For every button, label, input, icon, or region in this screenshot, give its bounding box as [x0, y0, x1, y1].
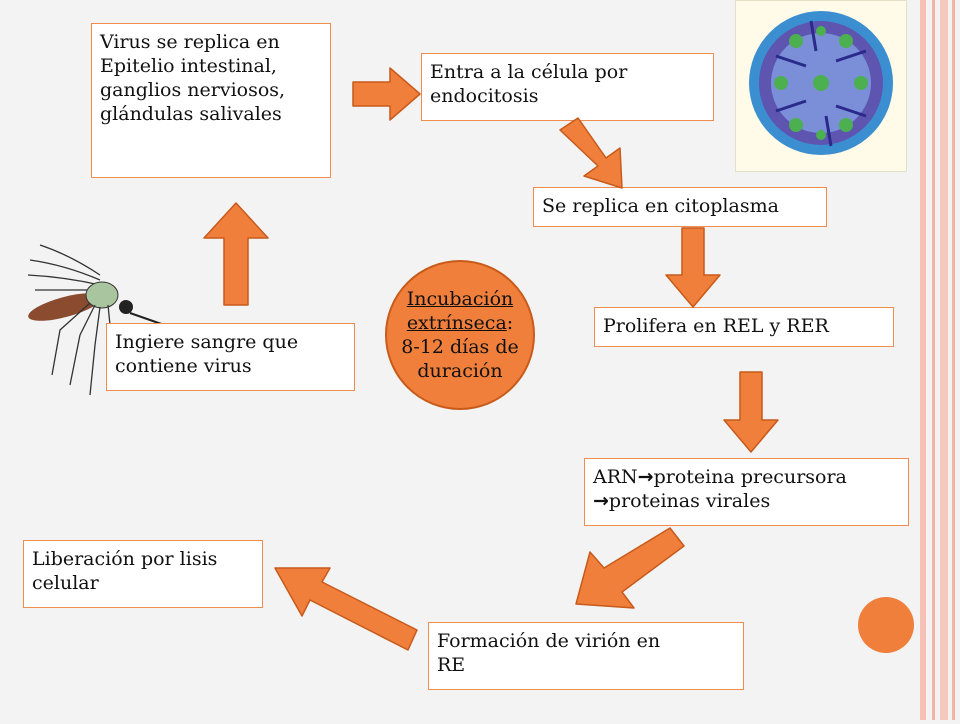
box-line: Liberación por lisis: [32, 548, 218, 570]
box-arn: ARN→proteina precursora →proteinas viral…: [584, 458, 909, 526]
side-dot: [858, 597, 914, 653]
box-line: endocitosis: [430, 85, 539, 107]
box-line: Virus se replica en: [100, 31, 280, 53]
box-line: Formación de virión en: [437, 630, 661, 652]
circle-line: Incubación: [406, 288, 514, 310]
box-endocitosis: Entra a la célula por endocitosis: [421, 53, 714, 121]
box-line: ARN→proteina precursora: [593, 465, 900, 489]
box-citoplasma: Se replica en citoplasma: [533, 187, 827, 227]
incubation-circle: Incubación extrínseca: 8-12 días de dura…: [385, 260, 535, 410]
box-line: Entra a la célula por: [430, 61, 628, 83]
box-line: celular: [32, 572, 99, 594]
side-stripes: [918, 0, 960, 720]
arrow-diag-down-left: [575, 527, 685, 609]
box-line: Prolifera en REL y RER: [603, 315, 829, 337]
box-liberacion: Liberación por lisis celular: [23, 540, 263, 608]
mosquito-icon: [20, 235, 180, 400]
circle-underlined: extrínseca: [406, 312, 507, 334]
box-formacion: Formación de virión en RE: [428, 622, 744, 690]
circle-line: extrínseca:: [407, 311, 513, 335]
box-ingiere: Ingiere sangre que contiene virus: [106, 323, 355, 391]
text-precursora: proteina precursora: [653, 466, 847, 488]
right-arrow-icon: →: [637, 466, 654, 488]
box-line: contiene virus: [115, 355, 252, 377]
arrow-diag-up-left: [274, 567, 418, 651]
circle-line: 8-12 días de: [401, 336, 519, 358]
box-line: Ingiere sangre que: [115, 331, 299, 353]
virus-capsid-icon: [735, 0, 907, 172]
arrow-down-2: [723, 371, 779, 453]
arrow-right: [352, 67, 421, 121]
right-arrow-icon: →: [593, 490, 609, 512]
arrow-diag-down-right: [559, 117, 623, 189]
box-prolifera: Prolifera en REL y RER: [594, 307, 894, 347]
arrow-up: [203, 202, 269, 306]
arrow-down-1: [665, 227, 721, 308]
box-line: glándulas salivales: [100, 103, 282, 125]
box-line: ganglios nerviosos,: [100, 79, 286, 101]
box-line: →proteinas virales: [593, 489, 900, 513]
box-line: Se replica en citoplasma: [542, 195, 779, 217]
circle-colon: :: [506, 312, 514, 334]
circle-line: duración: [417, 360, 503, 382]
text-virales: proteinas virales: [608, 490, 771, 512]
box-line: RE: [437, 654, 466, 676]
box-line: Epitelio intestinal,: [100, 55, 277, 77]
box-virus-replica: Virus se replica en Epitelio intestinal,…: [91, 23, 331, 178]
text-arn: ARN: [593, 466, 638, 488]
